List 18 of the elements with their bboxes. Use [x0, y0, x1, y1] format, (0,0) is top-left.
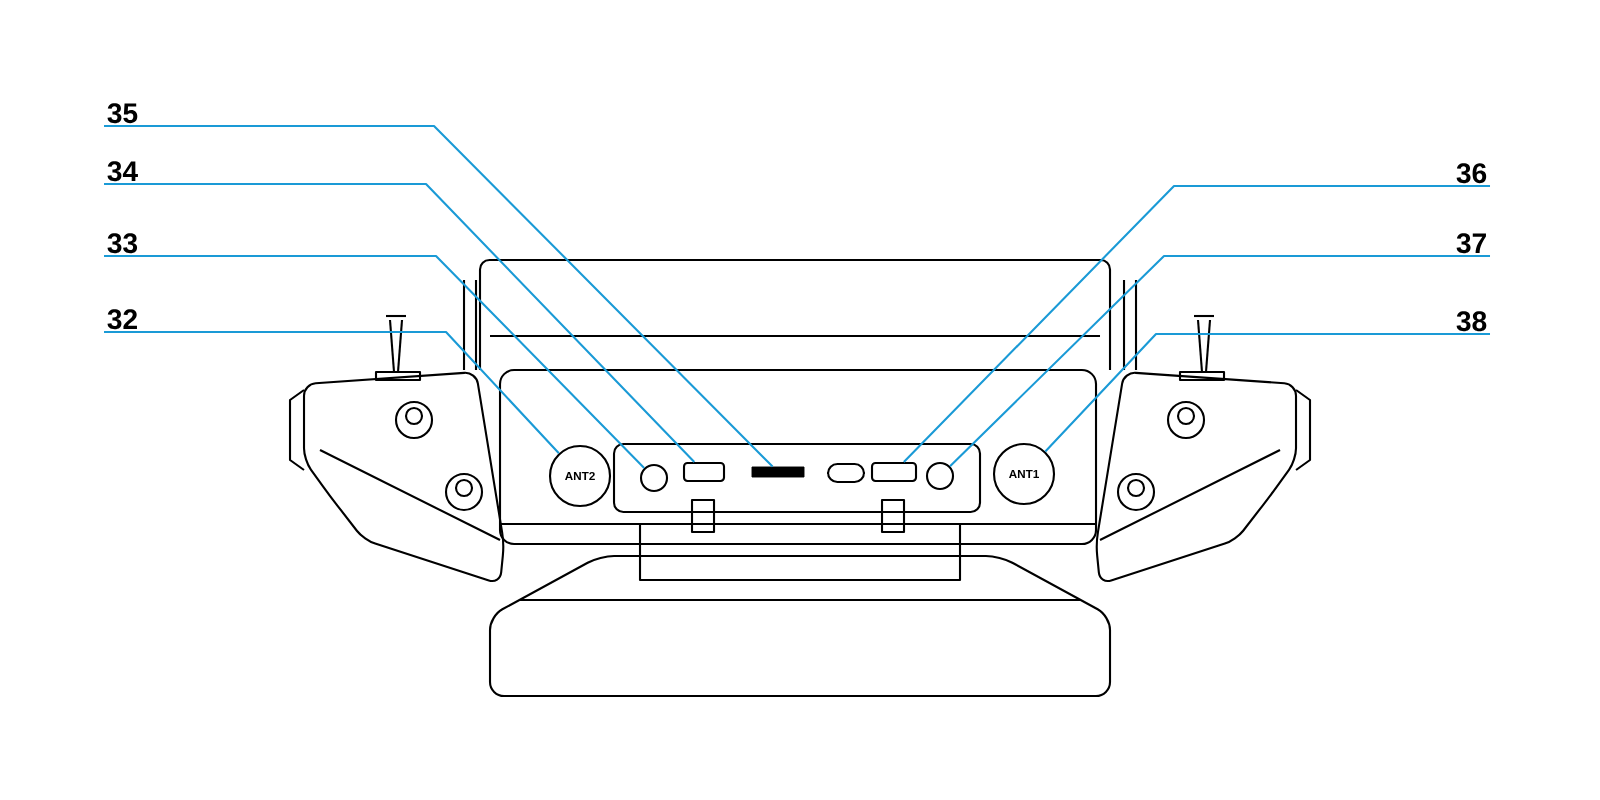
callout-number: 32 [107, 309, 137, 330]
leader-line [104, 254, 645, 469]
leader-line [104, 182, 696, 463]
port [682, 461, 726, 483]
callout-number: 34 [107, 161, 138, 182]
callout-number: 37 [1456, 233, 1486, 254]
callout-number: 36 [1456, 163, 1487, 184]
audio-jack [925, 461, 955, 491]
card-slot [751, 466, 805, 478]
callout-number: 33 [107, 233, 138, 254]
callout-number: 35 [107, 103, 138, 124]
leader-line [104, 124, 774, 468]
leader-line [104, 330, 560, 454]
leader-line [949, 254, 1490, 467]
audio-jack [639, 463, 669, 493]
callout-number: 38 [1456, 311, 1487, 332]
leader-line [1044, 332, 1490, 453]
port [870, 461, 918, 483]
